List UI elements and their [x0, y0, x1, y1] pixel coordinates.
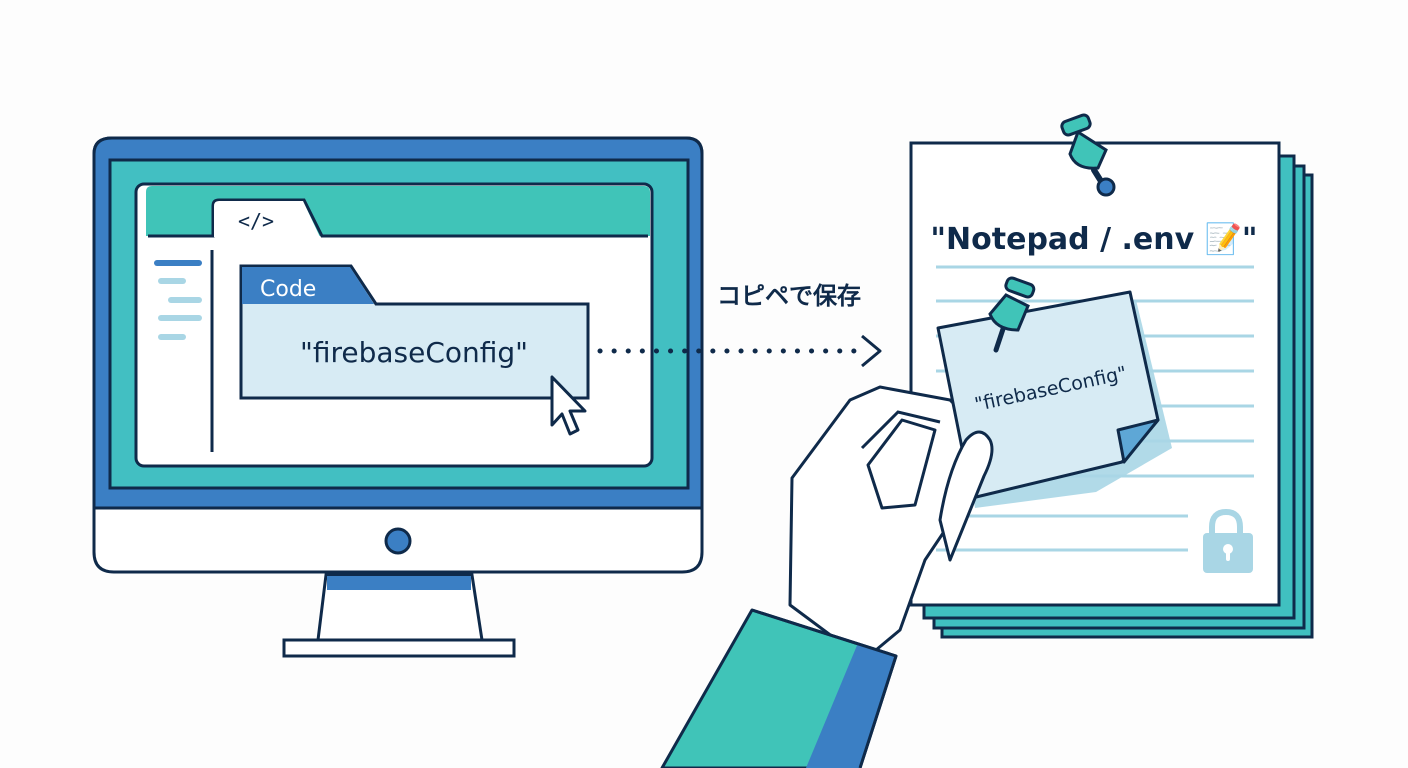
- code-tab: [242, 267, 374, 304]
- mouse-pointer-icon: [550, 375, 587, 436]
- monitor-stand-shadow: [327, 576, 471, 590]
- code-tag-icon: </>: [238, 209, 274, 233]
- sidebar-line: [158, 315, 202, 321]
- editor-sidebar: [154, 260, 202, 340]
- editor-tab[interactable]: [214, 201, 320, 237]
- copy-paste-label: コピペで保存: [717, 282, 861, 310]
- power-button-icon: [384, 527, 412, 555]
- pushpin-icon: [988, 276, 1036, 353]
- sleeve-cuff: [806, 643, 896, 768]
- editor-tab-outline: [148, 198, 648, 238]
- monitor: </> Code "firebaseConfig": [92, 136, 704, 658]
- sidebar-line: [154, 260, 202, 266]
- code-tab-label: Code: [260, 277, 316, 302]
- lock-icon: [1203, 508, 1253, 573]
- sidebar-line: [158, 278, 186, 284]
- sidebar-line: [168, 297, 202, 303]
- hand-thumb: [938, 430, 994, 562]
- code-snippet-text[interactable]: "firebaseConfig": [300, 336, 528, 369]
- sleeve-outline: [751, 608, 898, 768]
- hand-finger: [866, 418, 937, 510]
- hand-holding-note: "firebaseConfig": [660, 276, 1172, 768]
- pushpin-icon: [1060, 113, 1116, 197]
- notepad-title: "Notepad / .env 📝": [930, 221, 1257, 257]
- hand-finger-line: [860, 410, 941, 450]
- copy-arrow: コピペで保存: [597, 282, 882, 368]
- monitor-base: [282, 638, 516, 658]
- sticky-note-curl: [1116, 418, 1160, 464]
- sidebar-line: [158, 334, 186, 340]
- dotted-arrow-right-icon: [861, 334, 882, 368]
